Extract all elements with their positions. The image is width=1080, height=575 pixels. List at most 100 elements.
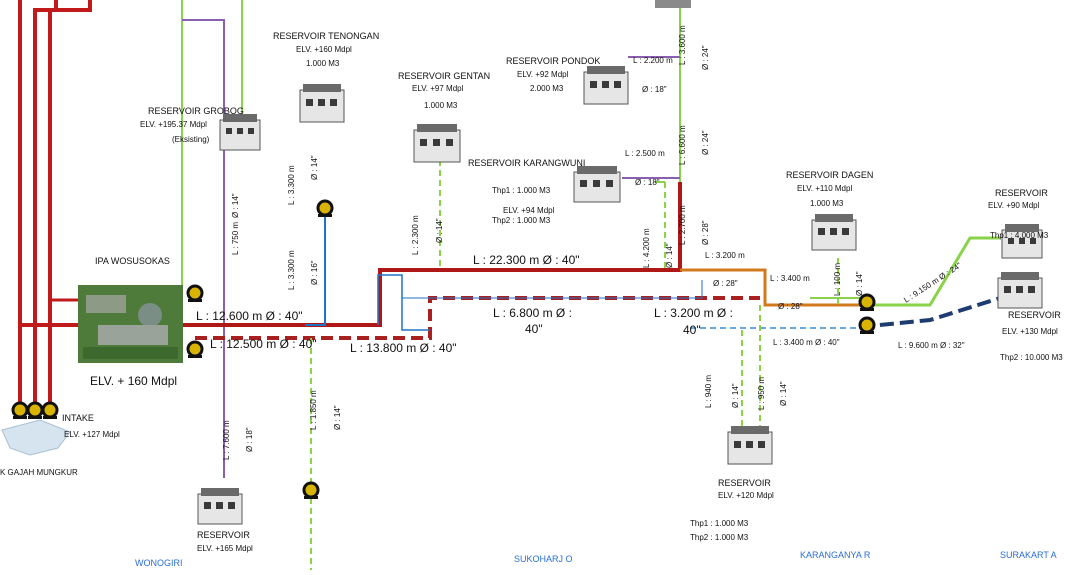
pipe-label: L : 940 m	[704, 375, 713, 408]
ipa-name: IPA WOSUSOKAS	[95, 256, 170, 266]
pipe-label: L : 3.400 m	[770, 274, 810, 283]
green-line-9150	[860, 236, 1000, 307]
region-label: SURAKART A	[1000, 550, 1057, 560]
ipa-elevation: ELV. + 160 Mdpl	[90, 374, 177, 388]
pipe-label: Ø : 14"	[231, 193, 240, 218]
pipe-label: L : 1.850 m	[309, 390, 318, 430]
pump-icon	[858, 293, 876, 311]
blue-loop	[377, 274, 430, 331]
pipe-label: L : 6.600 m	[678, 125, 687, 165]
reservoir-building-icon	[573, 166, 621, 203]
reservoir-capacity: Thp1 : 1.000 M3	[690, 519, 749, 528]
reservoir-name: RESERVOIR	[1008, 310, 1061, 320]
pump-icon	[186, 284, 204, 302]
pipe-label: L : 3.300 m	[287, 250, 296, 290]
pipe-label: Ø : 28"	[713, 279, 738, 288]
pipe-label: Ø : 18"	[642, 85, 667, 94]
labels: RESERVOIR TENONGAN ELV. +160 Mdpl 1.000 …	[0, 25, 1063, 568]
pipe-label: L : 12.600 m Ø : 40"	[196, 309, 303, 323]
pipe-label: 40"	[525, 322, 543, 336]
pipe-label: L : 950 m	[757, 377, 766, 410]
pipe-label: L : 3.400 m Ø : 40"	[773, 338, 840, 347]
pump-icon	[186, 340, 204, 358]
lake-name: K GAJAH MUNGKUR	[0, 468, 78, 477]
pump-icon	[26, 401, 44, 419]
blue-thin-mid	[402, 280, 703, 299]
pipe-label: L : 2.700 m	[678, 205, 687, 245]
reservoir-elevation: ELV. +94 Mdpl	[503, 206, 555, 215]
pipe-label: Ø : 14"	[665, 243, 674, 268]
reservoir-capacity: Thp2 : 1.000 M3	[690, 533, 749, 542]
region-label: KARANGANYA R	[800, 550, 871, 560]
pump-icon	[41, 401, 59, 419]
pipe-label: L : 3.600 m	[678, 25, 687, 65]
navy-dashed-line	[859, 296, 1001, 329]
pipe-label: Ø : 14"	[731, 383, 740, 408]
region-label: SUKOHARJ O	[514, 554, 573, 564]
pipe-label: Ø : 14"	[333, 405, 342, 430]
reservoir-capacity: 1.000 M3	[424, 101, 458, 110]
lake-image	[1, 419, 71, 456]
reservoir-name: RESERVOIR	[995, 188, 1048, 198]
reservoir-building-icon	[583, 66, 629, 105]
pipe-label: L : 4.200 m	[642, 228, 651, 268]
reservoir-name: RESERVOIR TENONGAN	[273, 31, 379, 41]
pipe-label: Ø : 18"	[245, 427, 254, 452]
pipe-label: Ø : 24"	[701, 130, 710, 155]
pipe-label: L : 12.500 m Ø : 40"	[210, 337, 317, 351]
pipe-label: L : 3.200 m Ø :	[654, 306, 733, 320]
pipe-label: Ø : 24"	[701, 45, 710, 70]
orange-trunk	[680, 268, 860, 307]
reservoir-name: RESERVOIR KARANGWUNI	[468, 158, 585, 168]
reservoir-capacity: 1.000 M3	[810, 199, 844, 208]
reservoir-elevation: ELV. +97 Mdpl	[412, 84, 464, 93]
reservoir-name: RESERVOIR GENTAN	[398, 71, 490, 81]
intake-elevation: ELV. +127 Mdpl	[64, 430, 120, 439]
reservoir-name: RESERVOIR GROBOG	[148, 106, 244, 116]
pipe-label: Ø : 16"	[310, 260, 319, 285]
pipe-label: L : 100 m	[833, 263, 842, 296]
reservoir-building-icon	[299, 84, 345, 123]
reservoir-capacity: (Eksisting)	[172, 135, 210, 144]
reservoir-building-icon	[413, 124, 461, 163]
reservoir-elevation: ELV. +90 Mdpl	[988, 201, 1040, 210]
blue-line-tenongan	[305, 205, 326, 326]
pipe-label: L : 7.600 m	[222, 420, 231, 460]
pipe-label: L : 6.800 m Ø :	[493, 306, 572, 320]
reservoir-name: RESERVOIR	[197, 530, 250, 540]
reservoir-building-icon	[997, 272, 1043, 309]
pipe-label: L : 750 m	[231, 222, 240, 255]
reservoir-capacity: Thp2 : 10.000 M3	[1000, 353, 1063, 362]
pipe-label: L : 2.500 m	[625, 149, 665, 158]
pipe-label: Ø : 28"	[701, 220, 710, 245]
pipe-label: Ø : 14"	[779, 381, 788, 406]
reservoir-building-icon	[811, 214, 857, 251]
reservoir-elevation: ELV. +92 Mdpl	[517, 70, 569, 79]
pipe-label: L : 13.800 m Ø : 40"	[350, 341, 457, 355]
purple-line-grobog	[182, 19, 225, 478]
reservoir-building-icon	[727, 426, 773, 465]
pipe-label: Ø : 14"	[435, 218, 444, 243]
reservoir-elevation: ELV. +130 Mdpl	[1002, 327, 1058, 336]
pump-icon	[11, 401, 29, 419]
intake-name: INTAKE	[62, 413, 94, 423]
pipe-label: Ø : 14"	[310, 155, 319, 180]
pipe-label: L : 9.600 m Ø : 32"	[898, 341, 965, 350]
ipa-plant-image	[78, 285, 183, 363]
reservoir-elevation: ELV. +160 Mdpl	[296, 45, 352, 54]
reservoir-capacity: 2.000 M3	[530, 84, 564, 93]
pipe-label: 40"	[683, 323, 701, 337]
reservoir-elevation: ELV. +195.37 Mdpl	[140, 120, 207, 129]
pipe-label: L : 22.300 m Ø : 40"	[473, 253, 580, 267]
reservoir-elevation: ELV. +110 Mdpl	[797, 184, 852, 193]
reservoir-name: RESERVOIR	[718, 478, 771, 488]
intake-risers	[18, 0, 92, 408]
pump-icon	[858, 316, 876, 334]
reservoir-building-icon	[655, 0, 691, 8]
main-trunk-solid	[78, 182, 682, 327]
pump-icon	[302, 481, 320, 499]
pipe-label: L : 2.200 m	[633, 56, 673, 65]
pipe-label: Ø : 14"	[855, 271, 864, 296]
